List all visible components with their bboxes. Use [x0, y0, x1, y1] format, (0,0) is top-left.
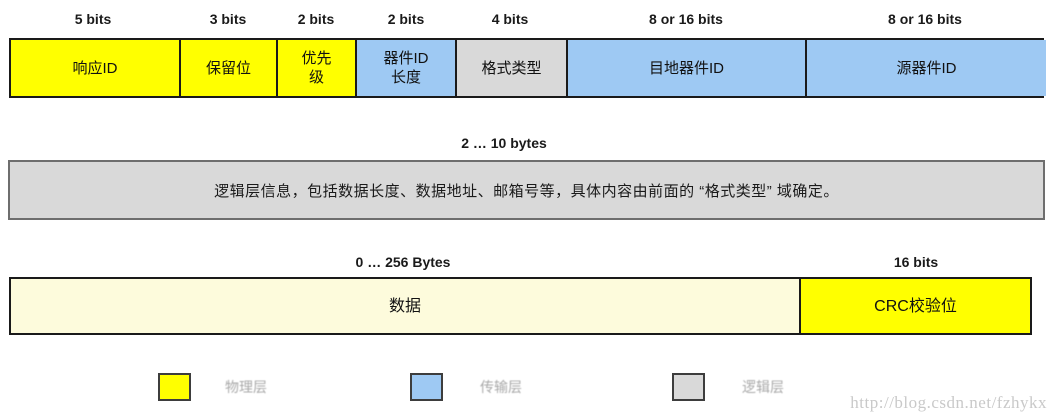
- logical-layer-info-row: 逻辑层信息，包括数据长度、数据地址、邮箱号等，具体内容由前面的 “格式类型” 域…: [8, 160, 1045, 220]
- size-caption-logical-0: 2 … 10 bytes: [461, 135, 547, 151]
- bit-caption-6: 8 or 16 bits: [888, 11, 962, 27]
- frame-field-6-label: 源器件ID: [896, 59, 957, 77]
- frame-field-0: 响应ID: [11, 40, 181, 96]
- bit-caption-3: 2 bits: [387, 11, 425, 27]
- data-field-1-label: CRC校验位: [874, 297, 957, 315]
- size-caption-data-1: 16 bits: [893, 254, 939, 270]
- bit-caption-2: 2 bits: [297, 11, 335, 27]
- watermark: http://blog.csdn.net/fzhykx: [850, 393, 1047, 412]
- frame-field-0-label: 响应ID: [72, 59, 118, 77]
- frame-field-5: 目地器件ID: [568, 40, 807, 96]
- legend-label-1: 传输层: [480, 379, 522, 395]
- data-field-0-label: 数据: [388, 297, 421, 315]
- legend-label-2: 逻辑层: [742, 379, 784, 395]
- legend-swatch-1: [410, 373, 443, 401]
- data-field-0: 数据: [11, 279, 801, 333]
- bit-caption-1: 3 bits: [209, 11, 247, 27]
- data-field-1: CRC校验位: [801, 279, 1030, 333]
- logical-layer-info-label: 逻辑层信息，包括数据长度、数据地址、邮箱号等，具体内容由前面的 “格式类型” 域…: [214, 182, 839, 200]
- legend-item-1: 传输层: [410, 373, 522, 401]
- data-crc-row: 数据 CRC校验位: [9, 277, 1032, 335]
- frame-field-2: 优先级: [278, 40, 357, 96]
- frame-field-2-label: 优先级: [301, 50, 332, 86]
- frame-field-6: 源器件ID: [807, 40, 1046, 96]
- size-caption-data-0: 0 … 256 Bytes: [355, 254, 451, 270]
- legend-item-0: 物理层: [158, 373, 267, 401]
- legend-item-2: 逻辑层: [672, 373, 784, 401]
- bit-caption-5: 8 or 16 bits: [649, 11, 723, 27]
- bit-caption-4: 4 bits: [491, 11, 529, 27]
- frame-field-1-label: 保留位: [205, 59, 251, 77]
- frame-field-4: 格式类型: [457, 40, 568, 96]
- legend-swatch-0: [158, 373, 191, 401]
- legend-swatch-2: [672, 373, 705, 401]
- frame-field-1: 保留位: [181, 40, 278, 96]
- legend: 物理层 传输层 逻辑层: [0, 370, 1053, 415]
- frame-field-4-label: 格式类型: [481, 59, 542, 77]
- bit-caption-0: 5 bits: [74, 11, 112, 27]
- frame-field-5-label: 目地器件ID: [648, 59, 724, 77]
- legend-label-0: 物理层: [225, 379, 267, 395]
